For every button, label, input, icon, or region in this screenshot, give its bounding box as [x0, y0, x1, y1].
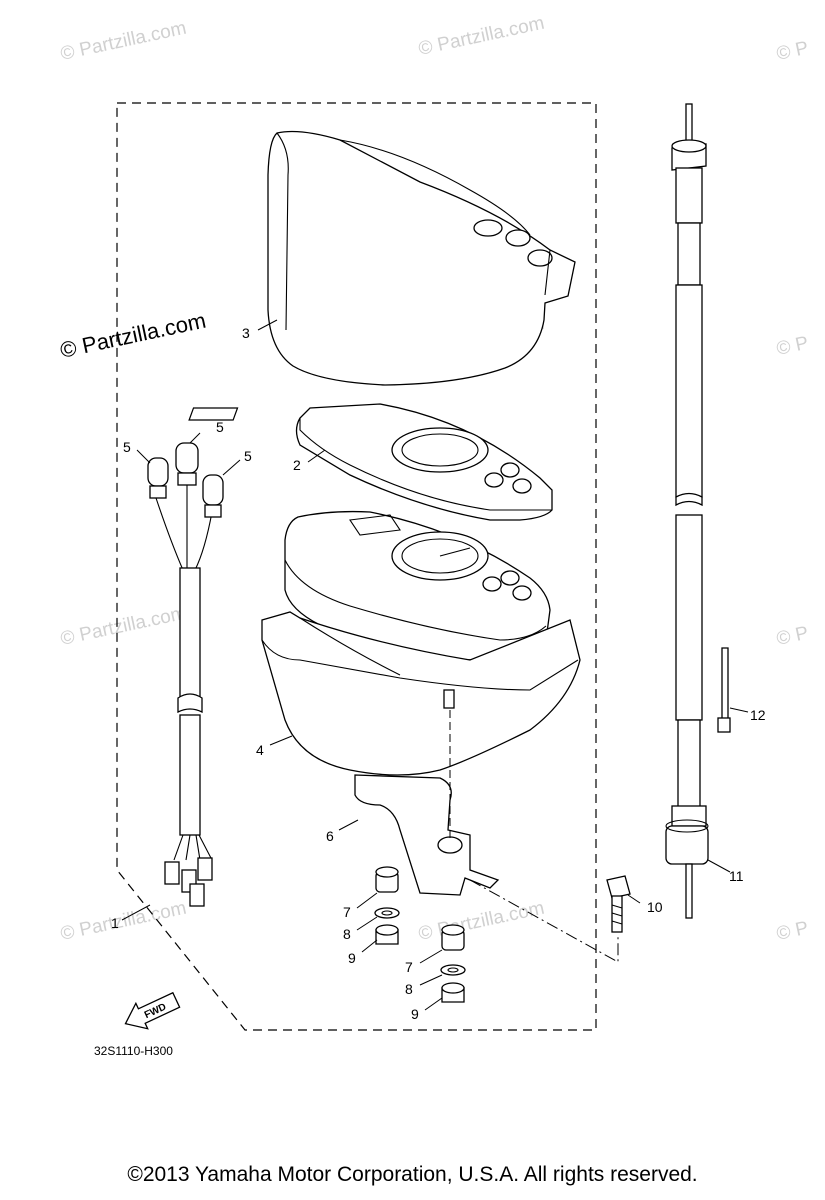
callout-9: 9 [411, 1006, 419, 1022]
watermark-main: © Partzilla.com [58, 308, 208, 363]
callout-2: 2 [293, 457, 301, 473]
speedometer-cable [665, 103, 709, 919]
callout-11: 11 [729, 868, 744, 884]
callout-9: 9 [348, 950, 356, 966]
callout-5: 5 [216, 419, 224, 435]
callout-6: 6 [326, 828, 334, 844]
callout-10: 10 [647, 899, 663, 915]
callout-7: 7 [343, 904, 351, 920]
watermark: © Partzilla.com [59, 18, 189, 65]
watermark: © P [775, 333, 811, 360]
callout-8: 8 [343, 926, 351, 942]
copyright-notice: ©2013 Yamaha Motor Corporation, U.S.A. A… [127, 1163, 698, 1186]
diagram-code: 32S1110-H300 [94, 1044, 173, 1058]
bolt [469, 875, 631, 963]
watermark: © Partzilla.com [59, 603, 189, 650]
watermark: © Partzilla.com [417, 13, 547, 60]
watermark: © Partzilla.com [59, 898, 189, 945]
bulb-harness [147, 442, 224, 907]
callout-12: 12 [750, 707, 766, 723]
callout-7: 7 [405, 959, 413, 975]
bulb [202, 474, 224, 518]
meter-panel [188, 403, 553, 521]
meter-body [284, 510, 551, 661]
cable-tie [717, 647, 731, 733]
forward-arrow: FWD [124, 991, 181, 1030]
watermark: © P [775, 38, 811, 65]
callout-8: 8 [405, 981, 413, 997]
assembly-outline [116, 102, 597, 1031]
callout-leaders [121, 319, 749, 1011]
callout-3: 3 [242, 325, 250, 341]
callout-4: 4 [256, 742, 264, 758]
bulb [147, 457, 169, 499]
callout-5: 5 [123, 439, 131, 455]
mount-hardware [374, 866, 466, 1003]
callout-5: 5 [244, 448, 252, 464]
watermark: © P [775, 918, 811, 945]
watermark: © P [775, 623, 811, 650]
meter-case [261, 611, 581, 776]
callout-1: 1 [111, 915, 119, 931]
callout-labels: 1 2 3 4 5 5 5 6 7 8 9 7 8 9 10 11 12 [111, 325, 766, 1022]
meter-bracket [354, 710, 500, 896]
meter-cover [267, 130, 576, 386]
watermark: © Partzilla.com [417, 898, 547, 945]
bulb [175, 442, 199, 486]
